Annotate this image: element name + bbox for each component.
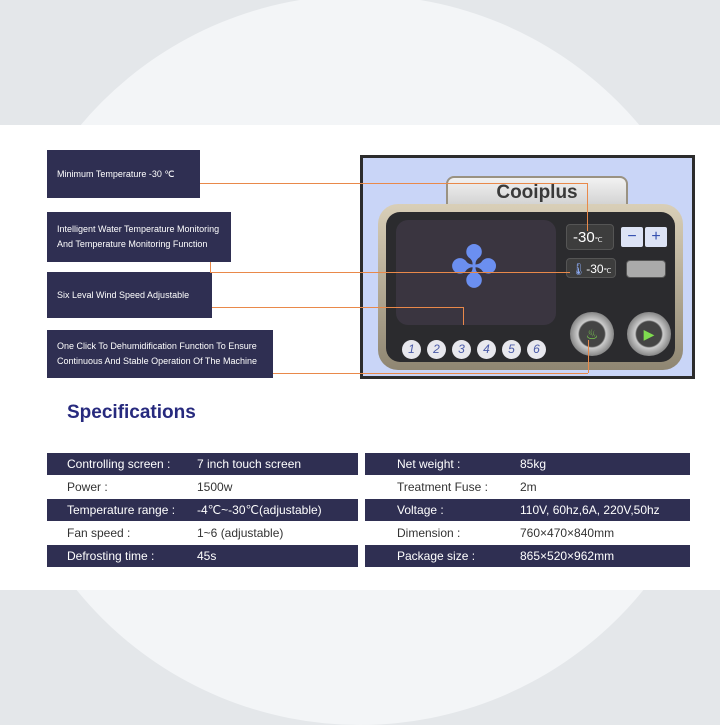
callout-dehumidification: One Click To Dehumidification Function T… — [47, 330, 273, 378]
fan-icon: ✤ — [449, 235, 499, 300]
water-temp-value: -30 — [586, 262, 604, 276]
control-panel: Cooiplus ✤ 1 2 3 4 5 6 -30℃ − + 🌡-30℃ ♨ … — [360, 155, 695, 379]
speed-button-2[interactable]: 2 — [427, 340, 446, 359]
spec-row: Controlling screen : 7 inch touch screen — [47, 453, 358, 475]
callout-water-monitoring: Intelligent Water Temperature Monitoring… — [47, 212, 231, 262]
speed-button-6[interactable]: 6 — [527, 340, 546, 359]
water-temp-unit: ℃ — [603, 268, 612, 275]
spec-label: Power : — [67, 480, 108, 494]
spec-label: Fan speed : — [67, 526, 131, 540]
spec-value: 110V, 60hz,6A, 220V,50hz — [520, 503, 660, 517]
spec-label: Temperature range : — [67, 503, 176, 517]
spec-label: Dimension : — [397, 526, 461, 540]
spec-row: Package size : 865×520×962mm — [365, 545, 690, 567]
spec-row: Treatment Fuse : 2m — [365, 476, 690, 498]
spec-value: 85kg — [520, 457, 547, 471]
spec-row: Defrosting time : 45s — [47, 545, 358, 567]
callout-line — [463, 307, 464, 325]
speed-button-5[interactable]: 5 — [502, 340, 521, 359]
spec-value: 865×520×962mm — [520, 549, 615, 563]
increase-button[interactable]: + — [645, 227, 667, 247]
spec-row: Power : 1500w — [47, 476, 358, 498]
thermometer-icon: 🌡 — [571, 262, 587, 276]
spec-label: Net weight : — [397, 457, 461, 471]
decrease-button[interactable]: − — [621, 227, 643, 247]
speed-button-1[interactable]: 1 — [402, 340, 421, 359]
spec-row: Net weight : 85kg — [365, 453, 690, 475]
water-temp-display: 🌡-30℃ — [566, 258, 616, 278]
spec-value: 760×470×840mm — [520, 526, 615, 540]
spec-row: Fan speed : 1~6 (adjustable) — [47, 522, 358, 544]
spec-value: 1500w — [197, 480, 233, 494]
callout-min-temp: Minimum Temperature -30 ℃ — [47, 150, 200, 198]
spec-value: 2m — [520, 480, 537, 494]
callout-line — [587, 183, 588, 231]
callout-line — [200, 183, 587, 184]
set-temp-unit: ℃ — [594, 237, 603, 244]
set-temp-value: -30 — [573, 229, 595, 246]
spec-value: 7 inch touch screen — [197, 457, 302, 471]
spec-row: Temperature range : -4℃~-30℃(adjustable) — [47, 499, 358, 521]
defrost-button[interactable]: ♨ — [570, 312, 614, 356]
set-temp-display: -30℃ — [566, 224, 614, 250]
spec-row: Dimension : 760×470×840mm — [365, 522, 690, 544]
specs-right-column: Net weight : 85kg Treatment Fuse : 2m Volt… — [365, 453, 690, 568]
specs-left-column: Controlling screen :7 inch touch screen … — [47, 453, 358, 568]
spec-label: Defrosting time : — [67, 549, 155, 563]
spec-row: Voltage : 110V, 60hz,6A, 220V,50hz — [365, 499, 690, 521]
callout-line — [212, 307, 464, 308]
speed-button-4[interactable]: 4 — [477, 340, 496, 359]
speed-button-3[interactable]: 3 — [452, 340, 471, 359]
spec-label: Voltage : — [397, 503, 444, 517]
callout-line — [273, 373, 588, 374]
callout-line — [588, 340, 589, 373]
spec-label: Controlling screen : — [67, 457, 171, 471]
start-button[interactable]: ▶ — [627, 312, 671, 356]
callout-line — [210, 272, 570, 273]
spec-value: -4℃~-30℃(adjustable) — [197, 503, 322, 517]
spec-value: 45s — [197, 549, 217, 563]
spec-label: Package size : — [397, 549, 476, 563]
callout-wind-speed: Six Leval Wind Speed Adjustable — [47, 272, 212, 318]
spec-value: 1~6 (adjustable) — [197, 526, 284, 540]
water-level-icon — [626, 260, 666, 278]
callout-line — [210, 262, 211, 272]
specs-title: Specifications — [67, 402, 196, 423]
spec-label: Treatment Fuse : — [397, 480, 488, 494]
